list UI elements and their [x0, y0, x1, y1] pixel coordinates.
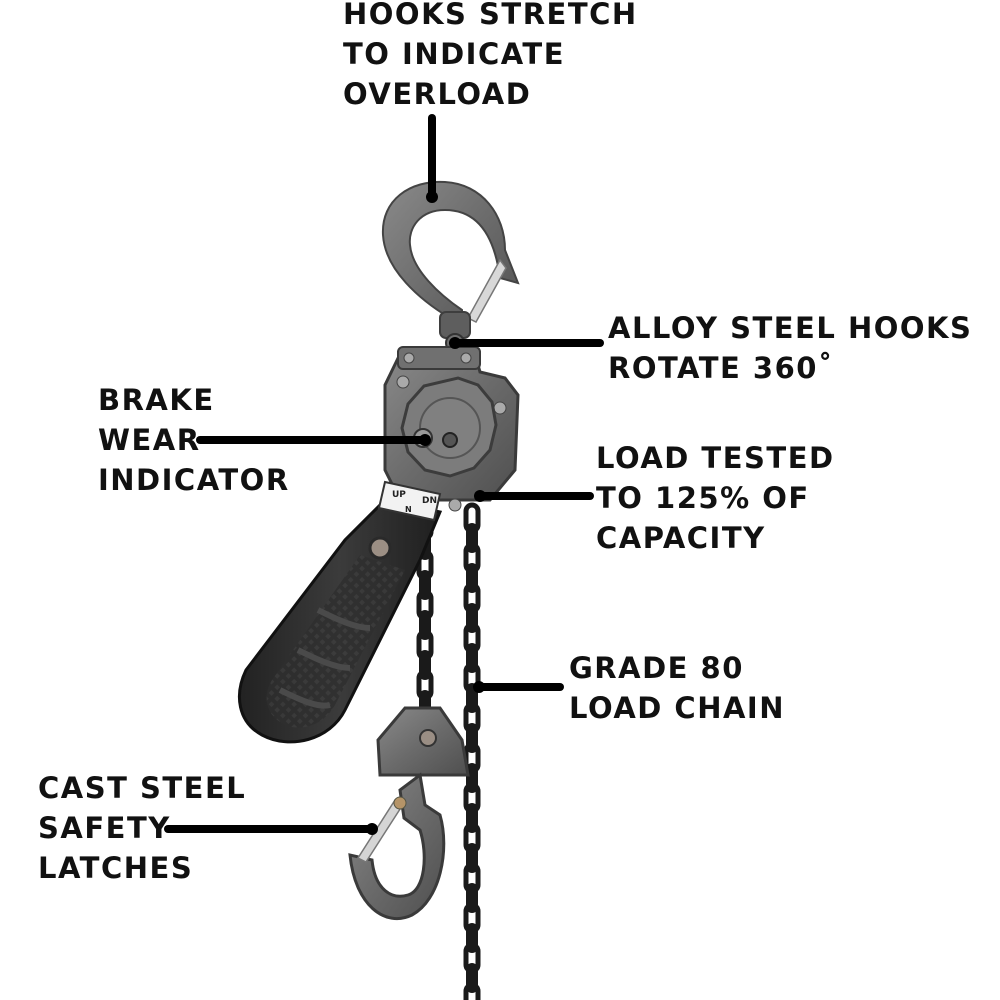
lever-handle: [238, 498, 443, 744]
hoist-body: [383, 346, 520, 512]
callout-line: SAFETY: [38, 811, 171, 845]
callout-line: TO INDICATE: [343, 37, 566, 71]
callout-line: LOAD TESTED: [596, 441, 835, 475]
selector-n-label: N: [405, 505, 412, 514]
callout-line: CAST STEEL: [38, 771, 247, 805]
callout-line: ROTATE 360˚: [608, 351, 834, 385]
callout-line: HOOKS STRETCH: [343, 0, 638, 31]
callout-grade-80-chain: GRADE 80 LOAD CHAIN: [569, 648, 785, 728]
callout-brake-wear-indicator: BRAKE WEAR INDICATOR: [98, 380, 290, 500]
leader-grade-80: [473, 681, 564, 693]
callout-line: BRAKE: [98, 383, 215, 417]
callout-line: OVERLOAD: [343, 77, 532, 111]
chain-link: [466, 683, 478, 713]
callout-line: TO 125% OF: [596, 481, 810, 515]
callout-alloy-steel-hooks: ALLOY STEEL HOOKS ROTATE 360˚: [608, 308, 972, 388]
chain-link: [466, 843, 478, 873]
top-hook-latch: [466, 258, 507, 323]
top-hook: [381, 180, 520, 353]
chain-link: [466, 883, 478, 913]
leader-load-tested: [474, 490, 594, 502]
selector-up-label: UP: [392, 490, 406, 500]
handle-rivet: [368, 536, 392, 560]
callout-line: WEAR: [98, 423, 201, 457]
selector-plate: UP DN N: [377, 480, 442, 522]
callout-cast-steel-latches: CAST STEEL SAFETY LATCHES: [38, 768, 246, 888]
callout-line: LOAD CHAIN: [569, 691, 785, 725]
chain-link: [466, 603, 478, 633]
chain-right-strand: [463, 502, 481, 1000]
chain-link: [466, 643, 478, 673]
leader-brake: [196, 434, 431, 446]
leader-alloy-hooks: [449, 337, 604, 349]
chain-link: [419, 650, 431, 680]
callout-line: CAPACITY: [596, 521, 766, 555]
callout-hooks-stretch: HOOKS STRETCH TO INDICATE OVERLOAD: [343, 0, 638, 114]
chain-link: [466, 523, 478, 553]
bottom-hook: [348, 772, 446, 921]
leader-lines: [164, 114, 604, 835]
chain-link: [419, 570, 431, 600]
chain-link: [466, 923, 478, 953]
callout-line: INDICATOR: [98, 463, 290, 497]
chain-link: [419, 610, 431, 640]
selector-dn-label: DN: [422, 496, 437, 506]
callout-line: LATCHES: [38, 851, 194, 885]
chain-link: [466, 723, 478, 753]
callout-line: ALLOY STEEL HOOKS: [608, 311, 973, 345]
bottom-hook-block: [348, 706, 470, 921]
chain-link: [466, 963, 478, 993]
leader-cast-steel: [164, 823, 378, 835]
chain-link: [463, 982, 481, 1000]
chain-link: [466, 763, 478, 793]
callout-load-tested: LOAD TESTED TO 125% OF CAPACITY: [596, 438, 835, 558]
callout-line: GRADE 80: [569, 651, 744, 685]
leader-hooks-stretch: [426, 114, 438, 203]
chain-link: [466, 563, 478, 593]
chain-link: [466, 803, 478, 833]
